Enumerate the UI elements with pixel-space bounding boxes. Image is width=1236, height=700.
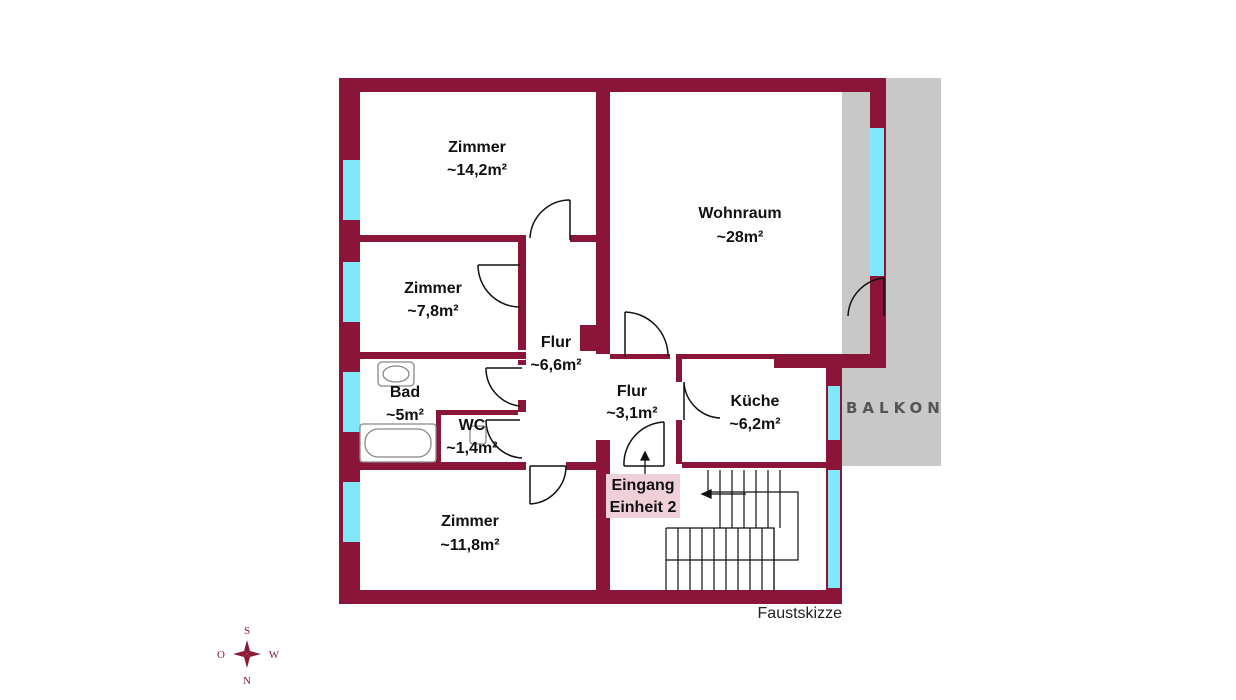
room-kueche-name: Küche	[731, 393, 780, 410]
windows	[343, 128, 884, 588]
window	[343, 372, 360, 432]
entrance-label-bg	[606, 474, 680, 518]
room-zimmer-bottom-area: ~11,8m²	[440, 537, 499, 554]
compass-top-label: S	[244, 625, 250, 637]
sink	[377, 361, 415, 387]
room-flur-center-name: Flur	[617, 383, 647, 400]
room-wc-area: ~1,4m²	[446, 440, 497, 457]
room-flur-center-area: ~3,1m²	[606, 405, 657, 422]
window	[870, 128, 884, 276]
room-kueche-area: ~6,2m²	[729, 416, 780, 433]
entrance-label-line2: Einheit 2	[610, 499, 677, 516]
room-wohnraum-name: Wohnraum	[698, 205, 781, 222]
room-wohnraum-area: ~28m²	[717, 229, 764, 246]
balcony-area	[842, 78, 941, 466]
room-zimmer-top-area: ~14,2m²	[447, 162, 507, 179]
room-bad-name: Bad	[390, 384, 420, 401]
outer-walls	[339, 78, 886, 604]
room-flur-left-area: ~6,6m²	[530, 357, 581, 374]
bathtub	[359, 423, 437, 463]
compass-right-label: W	[269, 649, 280, 661]
bathroom-fixtures	[359, 361, 487, 463]
arrows	[639, 450, 746, 500]
compass-bottom-label: N	[243, 675, 251, 687]
room-zimmer-mid-name: Zimmer	[404, 280, 462, 297]
interior-walls	[360, 92, 826, 590]
sketch-note: Faustskizze	[758, 605, 843, 622]
room-flur-left-name: Flur	[541, 334, 571, 351]
toilet	[469, 425, 487, 445]
entrance-label-line1: Eingang	[611, 477, 674, 494]
window	[828, 470, 840, 588]
room-zimmer-mid-area: ~7,8m²	[407, 303, 458, 320]
room-wc-name: WC	[459, 417, 486, 434]
window	[343, 262, 360, 322]
compass-rose-icon: S N O W	[217, 625, 280, 687]
room-zimmer-top-name: Zimmer	[448, 139, 506, 156]
room-zimmer-bottom-name: Zimmer	[441, 513, 499, 530]
window	[343, 482, 360, 542]
window	[343, 160, 360, 220]
window	[828, 386, 840, 440]
balkon-label: BALKON	[846, 399, 945, 417]
staircase	[665, 470, 799, 590]
compass-left-label: O	[217, 649, 225, 661]
door-swings	[477, 199, 885, 505]
room-bad-area: ~5m²	[386, 407, 424, 424]
